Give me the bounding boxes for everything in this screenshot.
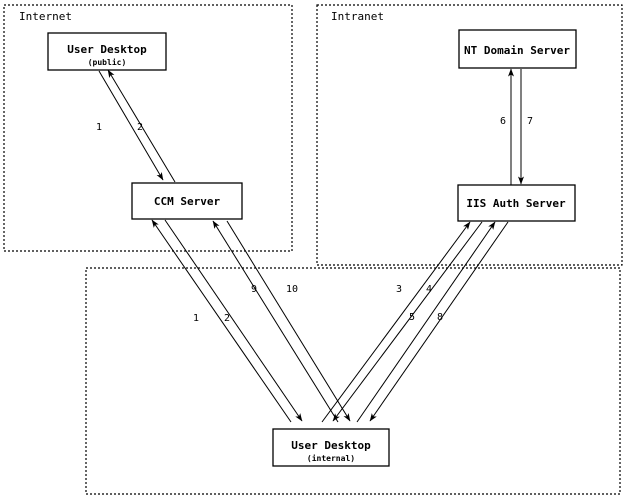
node-user-desktop-public-title: User Desktop xyxy=(67,43,147,56)
flow-ccm-internal-desktop-12: 1 2 xyxy=(151,219,303,423)
flow-line-step-2-internal xyxy=(164,219,303,422)
node-iis-auth-server[interactable]: IIS Auth Server xyxy=(457,184,576,222)
node-ccm-server[interactable]: CCM Server xyxy=(131,182,243,220)
step-label-7: 7 xyxy=(527,116,533,127)
zone-intranet-boundary xyxy=(316,4,623,266)
step-label-2-internal: 2 xyxy=(224,313,230,324)
flow-line-step-5 xyxy=(356,221,496,423)
node-user-desktop-internal[interactable]: User Desktop (internal) xyxy=(272,428,390,467)
flow-iis-ntdomain: 6 7 xyxy=(500,68,533,185)
node-iis-auth-server-title: IIS Auth Server xyxy=(466,197,566,210)
node-user-desktop-internal-box[interactable] xyxy=(272,428,390,467)
step-label-9: 9 xyxy=(251,284,257,295)
step-label-8: 8 xyxy=(437,312,443,323)
flow-ccm-internal-desktop-910: 9 10 xyxy=(212,220,351,423)
node-iis-auth-server-box[interactable] xyxy=(457,184,576,222)
flow-line-step-1-public xyxy=(98,70,164,181)
flow-line-step-3 xyxy=(321,221,471,423)
step-label-6: 6 xyxy=(500,116,506,127)
step-label-1-internal: 1 xyxy=(193,313,199,324)
node-user-desktop-public-box[interactable] xyxy=(47,32,167,71)
flow-line-step-4 xyxy=(332,221,483,422)
flow-line-step-1-internal xyxy=(151,219,292,423)
zone-internet-boundary xyxy=(3,4,293,252)
step-label-4: 4 xyxy=(426,284,432,295)
zone-intranet-label: Intranet xyxy=(331,10,384,23)
node-nt-domain-server-title: NT Domain Server xyxy=(464,44,570,57)
step-label-3: 3 xyxy=(396,284,402,295)
step-label-5: 5 xyxy=(409,312,415,323)
flow-public-desktop-ccm: 1 2 xyxy=(96,69,176,183)
node-user-desktop-public-subtitle: (public) xyxy=(88,57,127,67)
flow-line-step-10 xyxy=(226,220,351,422)
zone-internet-label: Internet xyxy=(19,10,72,23)
flow-iis-internal-desktop-34: 3 4 xyxy=(321,221,483,423)
flow-line-step-2-public xyxy=(107,69,176,183)
step-label-10: 10 xyxy=(286,284,298,295)
flow-line-step-8 xyxy=(369,221,509,422)
node-nt-domain-server-box[interactable] xyxy=(458,29,577,69)
node-ccm-server-title: CCM Server xyxy=(154,195,221,208)
step-label-1-public: 1 xyxy=(96,122,102,133)
node-user-desktop-internal-subtitle: (internal) xyxy=(307,453,355,463)
step-label-2-public: 2 xyxy=(137,122,143,133)
node-user-desktop-public[interactable]: User Desktop (public) xyxy=(47,32,167,71)
flow-iis-internal-desktop-58: 5 8 xyxy=(356,221,509,423)
flow-line-step-9 xyxy=(212,220,339,423)
node-nt-domain-server[interactable]: NT Domain Server xyxy=(458,29,577,69)
node-user-desktop-internal-title: User Desktop xyxy=(291,439,371,452)
node-ccm-server-box[interactable] xyxy=(131,182,243,220)
